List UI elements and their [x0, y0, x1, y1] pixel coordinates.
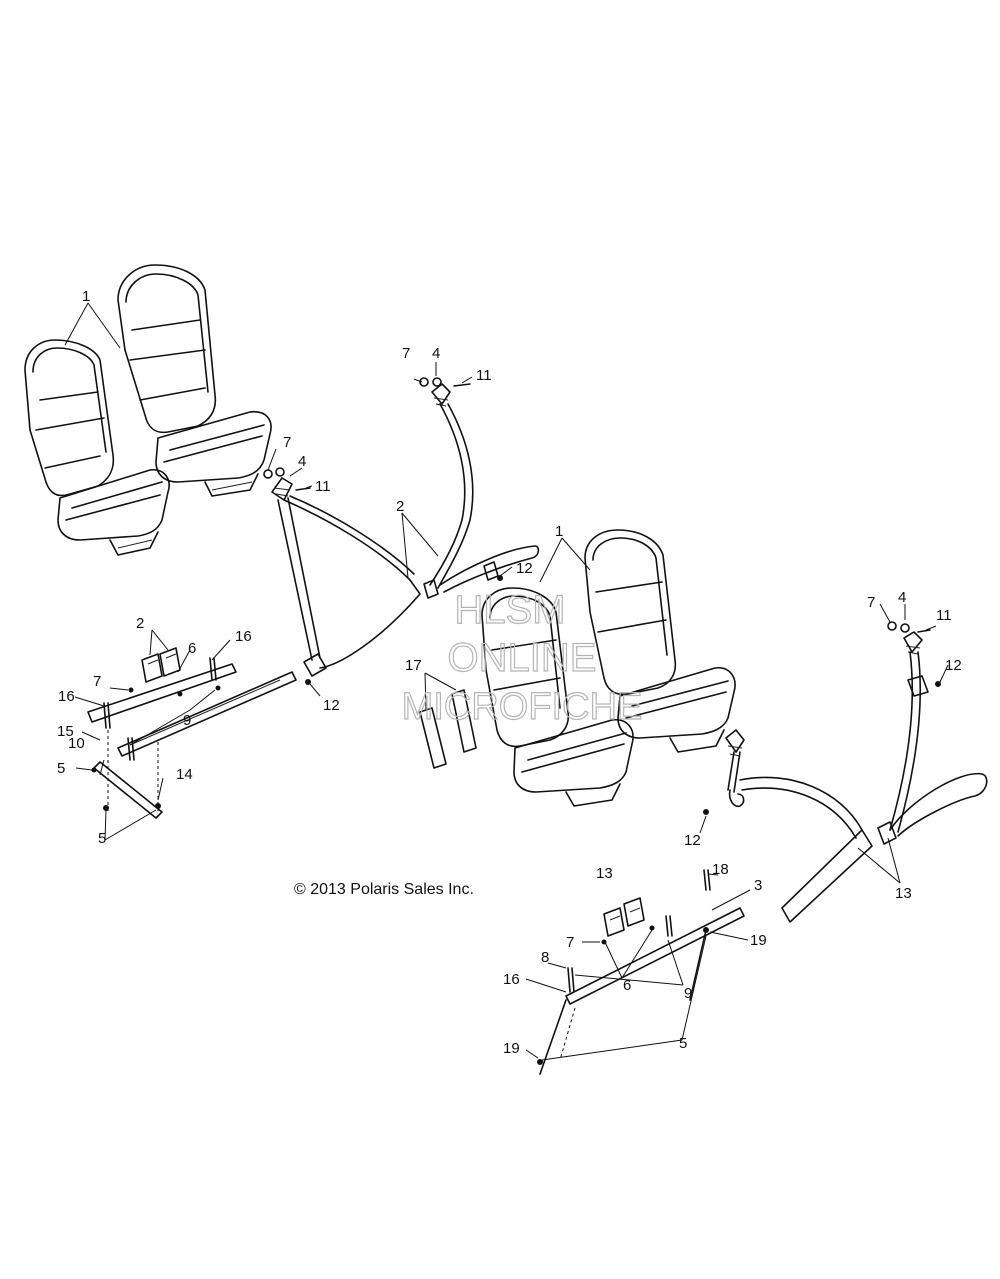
leader-lines [64, 302, 949, 1061]
callout-5: 5 [98, 830, 106, 847]
callout-numbers: 1 1 2 2 3 4 4 4 5 5 5 6 6 7 7 7 7 7 8 9 … [57, 288, 962, 1057]
bolts-rear [537, 869, 711, 1065]
callout-11: 11 [476, 367, 492, 384]
callout-7: 7 [283, 434, 291, 451]
callout-12: 12 [945, 657, 962, 674]
buckle-rear [603, 897, 645, 937]
watermark-line-1: HLSM [454, 588, 565, 632]
callout-2: 2 [136, 615, 144, 632]
callout-6: 6 [623, 977, 631, 994]
callout-4: 4 [298, 453, 306, 470]
callout-12: 12 [516, 560, 533, 577]
seat-belt-rear-right [877, 631, 988, 845]
callout-7: 7 [566, 934, 574, 951]
callout-15: 15 [57, 723, 74, 740]
callout-9: 9 [684, 985, 692, 1002]
callout-13: 13 [596, 865, 613, 882]
seat-belt-rear-left [725, 729, 873, 923]
seat-rail-front [87, 663, 297, 819]
bolts-front [91, 657, 221, 811]
callout-16: 16 [235, 628, 252, 645]
callout-14: 14 [176, 766, 193, 783]
callout-19: 19 [750, 932, 767, 949]
callout-7: 7 [867, 594, 875, 611]
callout-7: 7 [402, 345, 410, 362]
callout-11: 11 [936, 607, 952, 624]
callout-19: 19 [503, 1040, 520, 1057]
callout-16: 16 [503, 971, 520, 988]
callout-10: 10 [68, 735, 85, 752]
buckle-front [141, 647, 181, 683]
callout-13: 13 [895, 885, 912, 902]
callout-2: 2 [396, 498, 404, 515]
seat-rail-rear [539, 907, 745, 1075]
watermark: HLSM ONLINE MICROFICHE [401, 587, 643, 728]
callout-5: 5 [57, 760, 65, 777]
callout-9: 9 [183, 712, 191, 729]
seat-belt-front-right [423, 383, 540, 599]
seat-front-left [24, 339, 170, 556]
callout-1: 1 [82, 288, 90, 305]
seat-belt-front-left [271, 477, 421, 677]
callout-7: 7 [93, 673, 101, 690]
callout-17: 17 [405, 657, 422, 674]
seat-front-right [117, 264, 272, 497]
callout-18: 18 [712, 861, 729, 878]
callout-4: 4 [432, 345, 440, 362]
callout-3: 3 [754, 877, 762, 894]
seat-rear-left [481, 587, 634, 807]
trim-strips [419, 689, 477, 769]
callout-12: 12 [684, 832, 701, 849]
callout-1: 1 [555, 523, 563, 540]
callout-6: 6 [188, 640, 196, 657]
callout-12: 12 [323, 697, 340, 714]
callout-4: 4 [898, 589, 906, 606]
watermark-line-3: MICROFICHE [402, 686, 643, 728]
callout-16: 16 [58, 688, 75, 705]
callout-11: 11 [315, 478, 331, 495]
callout-5: 5 [679, 1035, 687, 1052]
copyright-text: © 2013 Polaris Sales Inc. [294, 881, 474, 898]
callout-8: 8 [541, 949, 549, 966]
hardware [263, 377, 941, 815]
watermark-line-2: ONLINE [448, 636, 597, 680]
seat-rear-right [584, 529, 736, 753]
